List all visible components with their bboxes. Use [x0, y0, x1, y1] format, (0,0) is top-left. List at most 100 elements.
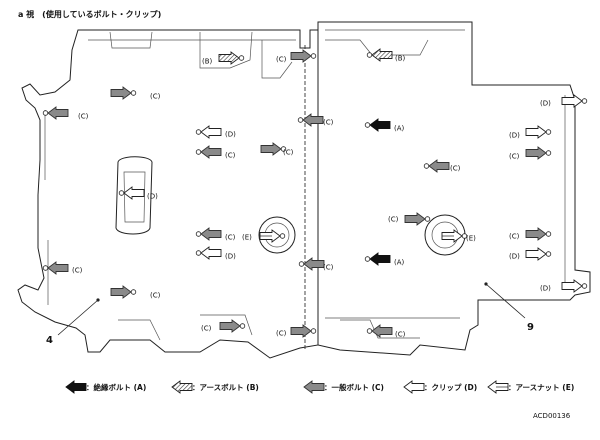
bolt-hole-icon: [195, 231, 202, 237]
gray-arrow-icon: [47, 261, 69, 275]
bolt-hole-icon: [239, 323, 246, 329]
marker-label: (C): [509, 233, 520, 241]
hatched-arrow-icon: [171, 380, 193, 394]
gray-arrow-icon: [110, 86, 132, 100]
fastener-marker: (C): [388, 212, 431, 226]
fastener-marker: (C): [276, 49, 317, 64]
marker-label: (D): [540, 285, 551, 293]
bolt-hole-icon: [310, 328, 317, 334]
fastener-marker: (D): [540, 279, 588, 293]
fastener-marker: (A): [364, 252, 405, 267]
fastener-marker: (C): [42, 261, 83, 275]
marker-label: (A): [394, 125, 405, 133]
gray-arrow-icon: [47, 106, 69, 120]
bolt-hole-icon: [298, 261, 305, 267]
fastener-marker: (A): [364, 118, 405, 133]
legend-text-c: ：一般ボルト (C): [324, 382, 384, 392]
marker-label: (D): [225, 131, 236, 139]
marker-label: (D): [509, 253, 520, 261]
marker-label: (C): [509, 153, 520, 161]
legend-text-a: ：絶縁ボルト (A): [86, 382, 146, 392]
bolt-hole-icon: [545, 150, 552, 156]
marker-label: (D): [225, 253, 236, 261]
marker-label: (C): [72, 267, 83, 275]
gray-arrow-icon: [428, 159, 450, 173]
figure-code: ACD00136: [533, 412, 571, 420]
fastener-marker: (D): [195, 125, 236, 139]
gray-arrow-icon: [371, 324, 393, 338]
fastener-marker: (C): [423, 159, 461, 173]
gray-arrow-icon: [290, 324, 312, 338]
outline-arrow-icon: [200, 246, 222, 260]
bolt-hole-icon: [42, 110, 49, 116]
part-number: 4: [46, 335, 53, 346]
fastener-marker: (C): [110, 86, 161, 101]
fastener-marker: (D): [540, 94, 588, 108]
marker-label: (C): [276, 56, 287, 64]
gray-arrow-icon: [110, 285, 132, 299]
bolt-hole-icon: [130, 90, 137, 96]
marker-label: (C): [323, 119, 334, 127]
fastener-marker: (C): [110, 285, 161, 300]
outline-arrow-icon: [561, 279, 583, 293]
fastener-marker: (D): [509, 247, 552, 261]
fastener-marker: (C): [509, 146, 552, 161]
marker-label: (D): [509, 132, 520, 140]
legend-icon: [65, 380, 87, 394]
diagram-title: a 視 (使用しているボルト・クリップ): [18, 9, 161, 19]
fastener-marker: (D): [509, 125, 552, 140]
fastener-markers: (C) (C) (B) (C) (B) (D) (D) (C) (C) (C) (A) (D) (C) (…: [42, 48, 588, 339]
marker-label: (C): [150, 292, 161, 300]
gray-arrow-icon: [290, 49, 312, 63]
bolt-hole-icon: [280, 146, 287, 152]
outline-arrow-icon: [525, 247, 547, 261]
outline-arrow-icon: [525, 125, 547, 139]
fastener-marker: (C): [195, 227, 236, 242]
bolt-hole-icon: [364, 122, 371, 128]
gray-arrow-icon: [200, 145, 222, 159]
bolt-hole-icon: [279, 233, 286, 239]
marker-label: (D): [147, 193, 158, 201]
bolt-hole-icon: [118, 190, 125, 196]
bolt-hole-icon: [581, 98, 588, 104]
fastener-marker: (E): [242, 229, 286, 243]
bolt-hole-icon: [195, 250, 202, 256]
fastener-marker: (B): [366, 48, 406, 63]
bolt-hole-icon: [195, 149, 202, 155]
gray-arrow-icon: [302, 113, 324, 127]
legend-icon: [487, 380, 509, 394]
hatched-arrow-icon: [218, 51, 240, 65]
marker-label: (A): [394, 259, 405, 267]
legend-text-b: ：アースボルト (B): [192, 382, 259, 392]
fastener-marker: (B): [202, 51, 245, 66]
gray-arrow-icon: [260, 142, 282, 156]
fastener-marker: (C): [297, 113, 334, 127]
fastener-marker: (C): [276, 324, 317, 338]
marker-label: (C): [150, 93, 161, 101]
bolt-hole-icon: [545, 251, 552, 257]
marker-label: (C): [323, 264, 334, 272]
marker-label: (C): [276, 330, 287, 338]
fastener-marker: (C): [298, 257, 334, 272]
bolt-hole-icon: [42, 265, 49, 271]
legend-icon: [303, 380, 325, 394]
outline-arrow-icon: [200, 125, 222, 139]
marker-label: (C): [388, 216, 399, 224]
marker-label: (E): [466, 235, 476, 243]
bolt-hole-icon: [130, 289, 137, 295]
marker-label: (C): [225, 234, 236, 242]
gray-arrow-icon: [404, 212, 426, 226]
part-label-4: 4: [46, 298, 100, 346]
bolt-hole-icon: [366, 52, 373, 58]
marker-label: (B): [202, 58, 213, 66]
outline-arrow-icon: [123, 186, 145, 200]
legend-icon: [171, 380, 193, 394]
marker-label: (C): [78, 113, 89, 121]
marker-label: (E): [242, 234, 252, 242]
outline-arrow-icon: [403, 380, 425, 394]
legend-icon: [403, 380, 425, 394]
bolt-hole-icon: [581, 283, 588, 289]
legend-text-e: ：アースナット (E): [508, 383, 574, 392]
bolt-hole-icon: [310, 53, 317, 59]
